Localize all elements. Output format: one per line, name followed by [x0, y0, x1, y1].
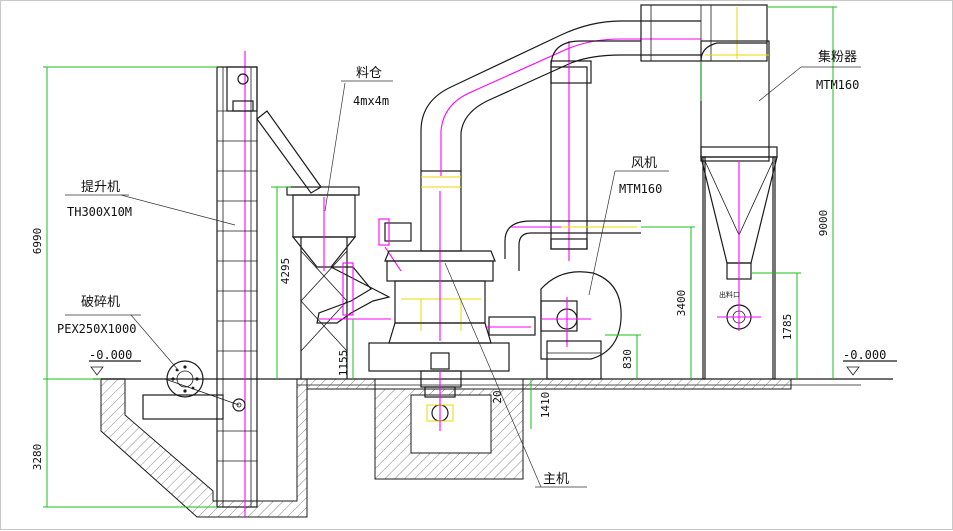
ground-line	[93, 378, 893, 390]
elevator-name-label: 提升机	[81, 179, 120, 195]
ground-marker-left	[89, 360, 141, 376]
collector-spec-label: MTM160	[816, 78, 859, 92]
bucket-elevator	[216, 51, 322, 517]
bin-spec-label: 4mx4m	[353, 94, 389, 108]
dim-1410: 1410	[539, 392, 552, 419]
dim-20: 20	[491, 390, 504, 403]
air-duct	[420, 4, 768, 271]
collector-name-label: 集粉器	[818, 49, 857, 65]
dim-9000: 9000	[817, 210, 830, 237]
ground-level-left: -0.000	[89, 348, 132, 362]
crusher-name-label: 破碎机	[81, 295, 120, 310]
crusher-spec-label: PEX250X1000	[57, 322, 136, 336]
leader-lines	[65, 66, 861, 488]
feed-bin	[286, 186, 391, 379]
dim-1785: 1785	[781, 314, 794, 341]
jaw-crusher	[142, 360, 240, 420]
main-mill	[368, 191, 536, 431]
fan-blower	[540, 271, 622, 380]
main-unit-label: 主机	[543, 472, 569, 487]
dimension-lines	[43, 6, 837, 508]
dim-830: 830	[621, 349, 634, 369]
foundation-main	[374, 388, 524, 480]
fan-name-label: 风机	[631, 156, 657, 171]
dim-1155: 1155	[337, 350, 350, 377]
elevator-spec-label: TH300X10M	[67, 205, 132, 219]
dim-6990: 6990	[31, 228, 44, 255]
outlet-label: 出料口	[719, 290, 740, 299]
ground-marker-right	[843, 360, 897, 376]
dim-4295: 4295	[279, 258, 292, 285]
cyclone-collector	[700, 40, 778, 380]
dim-3400: 3400	[675, 290, 688, 317]
bin-name-label: 料仓	[356, 66, 382, 81]
dim-3280: 3280	[31, 444, 44, 471]
ground-level-right: -0.000	[843, 348, 886, 362]
foundation-pit-left	[100, 378, 308, 518]
fan-spec-label: MTM160	[619, 182, 662, 196]
